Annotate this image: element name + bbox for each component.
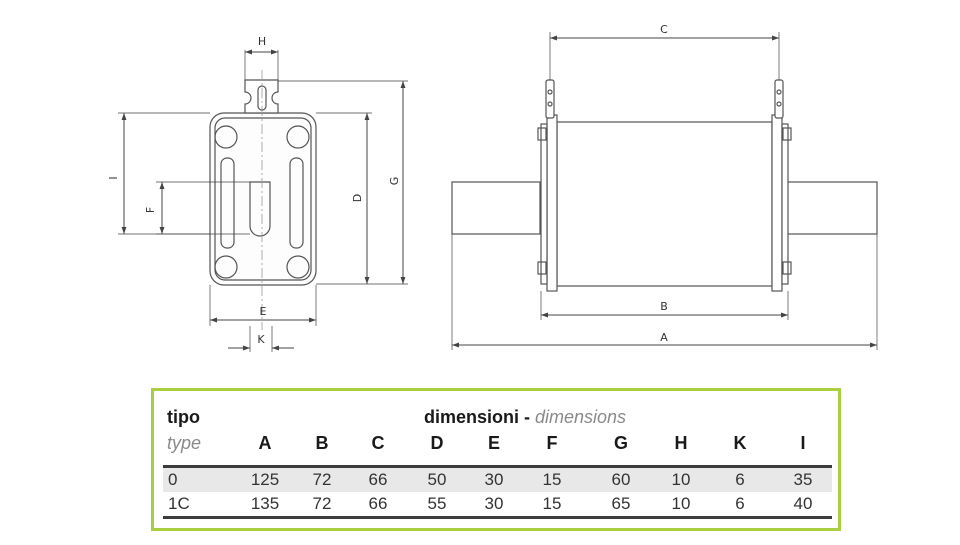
label-I: I [107,176,120,179]
side-slot [289,157,304,249]
label-D: D [351,194,364,202]
column-header: E [487,433,500,453]
dimensions-heading: dimensioni - dimensions [424,407,626,428]
corner-hole [214,255,238,279]
front-view [209,70,317,330]
label-A: A [660,331,668,344]
bolt-left-bottom [537,261,547,275]
label-F: F [144,207,157,213]
table-cell: 65 [611,494,631,513]
table-cell: 55 [427,494,447,513]
table-cell: 60 [611,470,631,489]
center-indicator [249,181,271,237]
table-cell: 10 [671,470,691,489]
table-cell: 66 [368,470,388,489]
row-type: 1C [168,494,190,513]
label-E: E [260,305,267,318]
table-row: 1C 135 72 66 55 30 15 65 10 6 40 [163,492,832,519]
fuse-body-outline [209,112,317,286]
label-G: G [388,177,401,186]
end-plate-left-inner [540,123,548,285]
table-cell: 15 [542,470,562,489]
table-cell: 30 [484,470,504,489]
side-dimension-labels: C B A [660,23,668,344]
fuse-cylinder-body [556,121,773,287]
table-cell: 125 [250,470,280,489]
table-cell: 6 [735,494,745,513]
column-header: I [800,433,806,453]
side-slot [220,157,235,249]
column-header: K [733,433,747,453]
table-row: 0 125 72 66 50 30 15 60 10 6 35 [163,465,832,492]
side-view [451,79,878,292]
column-header: D [430,433,444,453]
table-cell: 10 [671,494,691,513]
fuse-body-inner-outline [214,117,312,281]
corner-hole [286,255,310,279]
table-cell: 50 [427,470,447,489]
table-cell: 135 [250,494,280,513]
table-cell: 15 [542,494,562,513]
column-header: C [371,433,385,453]
bolt-right-top [782,127,792,141]
side-dimensions [451,32,878,350]
front-dimensions [118,49,408,352]
end-tab-right [774,79,784,119]
table-cell: 30 [484,494,504,513]
row-type: 0 [168,470,178,489]
front-dimension-labels: H I F D G E K [107,35,401,346]
label-H: H [258,35,266,48]
table-cell: 40 [793,494,813,513]
heading-separator: - [519,407,536,427]
label-B: B [660,300,668,313]
dimensioni-label: dimensioni [424,407,520,427]
table-cell: 72 [312,470,332,489]
corner-hole [286,125,310,149]
column-header: A [258,433,272,453]
column-header: G [613,433,628,453]
end-plate-right-inner [781,123,789,285]
column-header: F [546,433,558,453]
type-heading: type [167,433,202,453]
table-cell: 72 [312,494,332,513]
top-tab [244,79,279,114]
table-cell: 6 [735,470,745,489]
end-plate-left [546,114,558,292]
bolt-right-bottom [782,261,792,275]
end-plate-right [771,114,783,292]
dimensions-label: dimensions [535,407,627,427]
dimensions-table: tipo type dimensioni - dimensions A B C … [151,388,841,531]
table-cell: 35 [793,470,813,489]
bolt-left-top [537,127,547,141]
fuse-technical-drawing: H I F D G E K [107,23,878,352]
label-K: K [257,333,265,346]
tipo-heading: tipo [167,407,200,427]
column-header: B [315,433,329,453]
end-tab-left [545,79,555,119]
label-C: C [660,23,668,36]
corner-hole [214,125,238,149]
column-header: H [674,433,688,453]
table-cell: 66 [368,494,388,513]
